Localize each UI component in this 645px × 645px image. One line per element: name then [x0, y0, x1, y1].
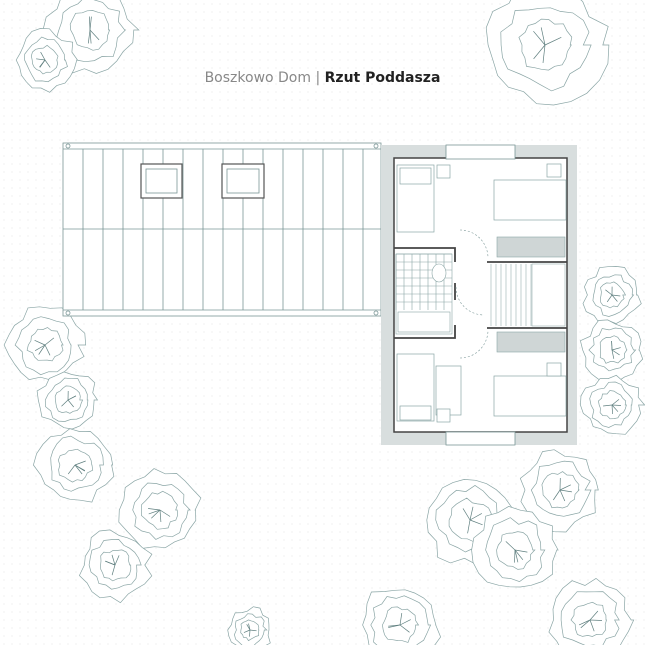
bathroom [395, 253, 453, 335]
stairs [490, 263, 566, 327]
title-separator: | [311, 70, 325, 86]
tree-icon [227, 606, 271, 645]
rug [435, 365, 462, 416]
tree-icon [580, 374, 645, 435]
attic-floor-plan [381, 144, 577, 446]
bed [493, 375, 567, 417]
tree-icon [471, 506, 559, 588]
tree-icon [33, 428, 115, 503]
tree-icon [582, 266, 642, 324]
sheet-name: Rzut Poddasza [324, 70, 441, 86]
tree-icon [519, 449, 599, 533]
tree-icon [485, 0, 610, 106]
tree-icon [3, 306, 87, 381]
tree-icon [548, 577, 635, 645]
roof-window [221, 163, 265, 199]
tree-icon [579, 319, 644, 383]
tree-icon [118, 468, 202, 549]
wardrobe [496, 236, 566, 258]
bed [493, 179, 567, 221]
tree-icon [78, 529, 153, 604]
trees [3, 0, 645, 645]
wardrobe [496, 331, 566, 353]
roof-plan [62, 142, 382, 317]
tree-icon [362, 589, 441, 645]
tree-icon [15, 28, 79, 93]
drawing-title: Boszkowo Dom | Rzut Poddasza [0, 70, 645, 86]
tree-icon [36, 371, 99, 430]
roof-window [140, 163, 183, 199]
project-name: Boszkowo Dom [204, 70, 312, 86]
